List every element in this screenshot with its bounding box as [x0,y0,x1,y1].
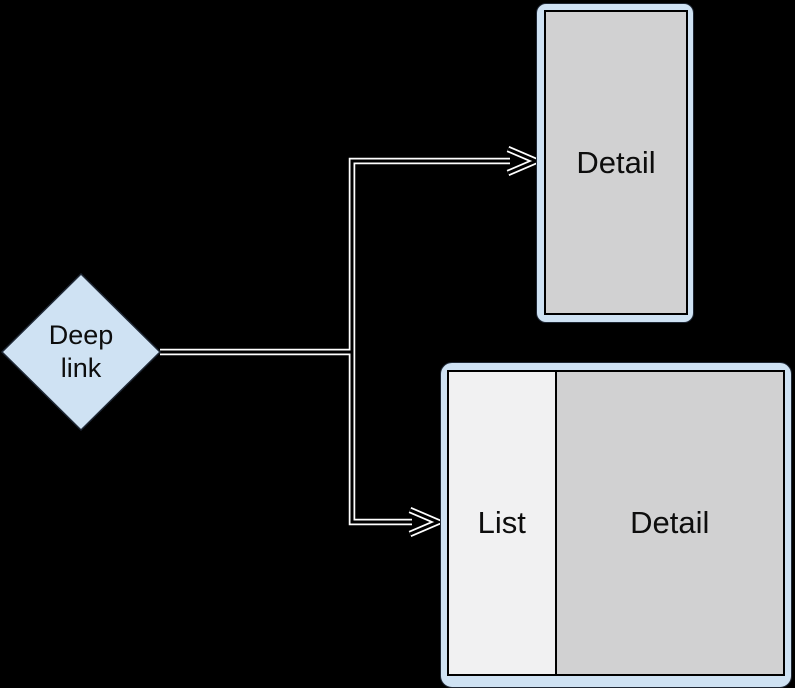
tablet-screen: List Detail [447,370,785,676]
tablet-frame: List Detail [440,362,792,688]
phone-detail-label: Detail [576,144,656,180]
deep-link-label: Deep link [0,272,162,432]
deep-link-label-line1: Deep [48,320,114,350]
phone-frame: Detail [536,3,694,323]
tablet-list-pane: List [449,372,557,674]
tablet-list-label: List [477,505,526,540]
tablet-detail-label: Detail [630,505,710,540]
tablet-detail-pane: Detail [556,372,783,674]
deep-link-label-line2: link [60,353,102,383]
deep-link-node: Deep link [0,272,162,432]
diamond-shape [0,272,162,432]
phone-screen: Detail [544,10,688,315]
